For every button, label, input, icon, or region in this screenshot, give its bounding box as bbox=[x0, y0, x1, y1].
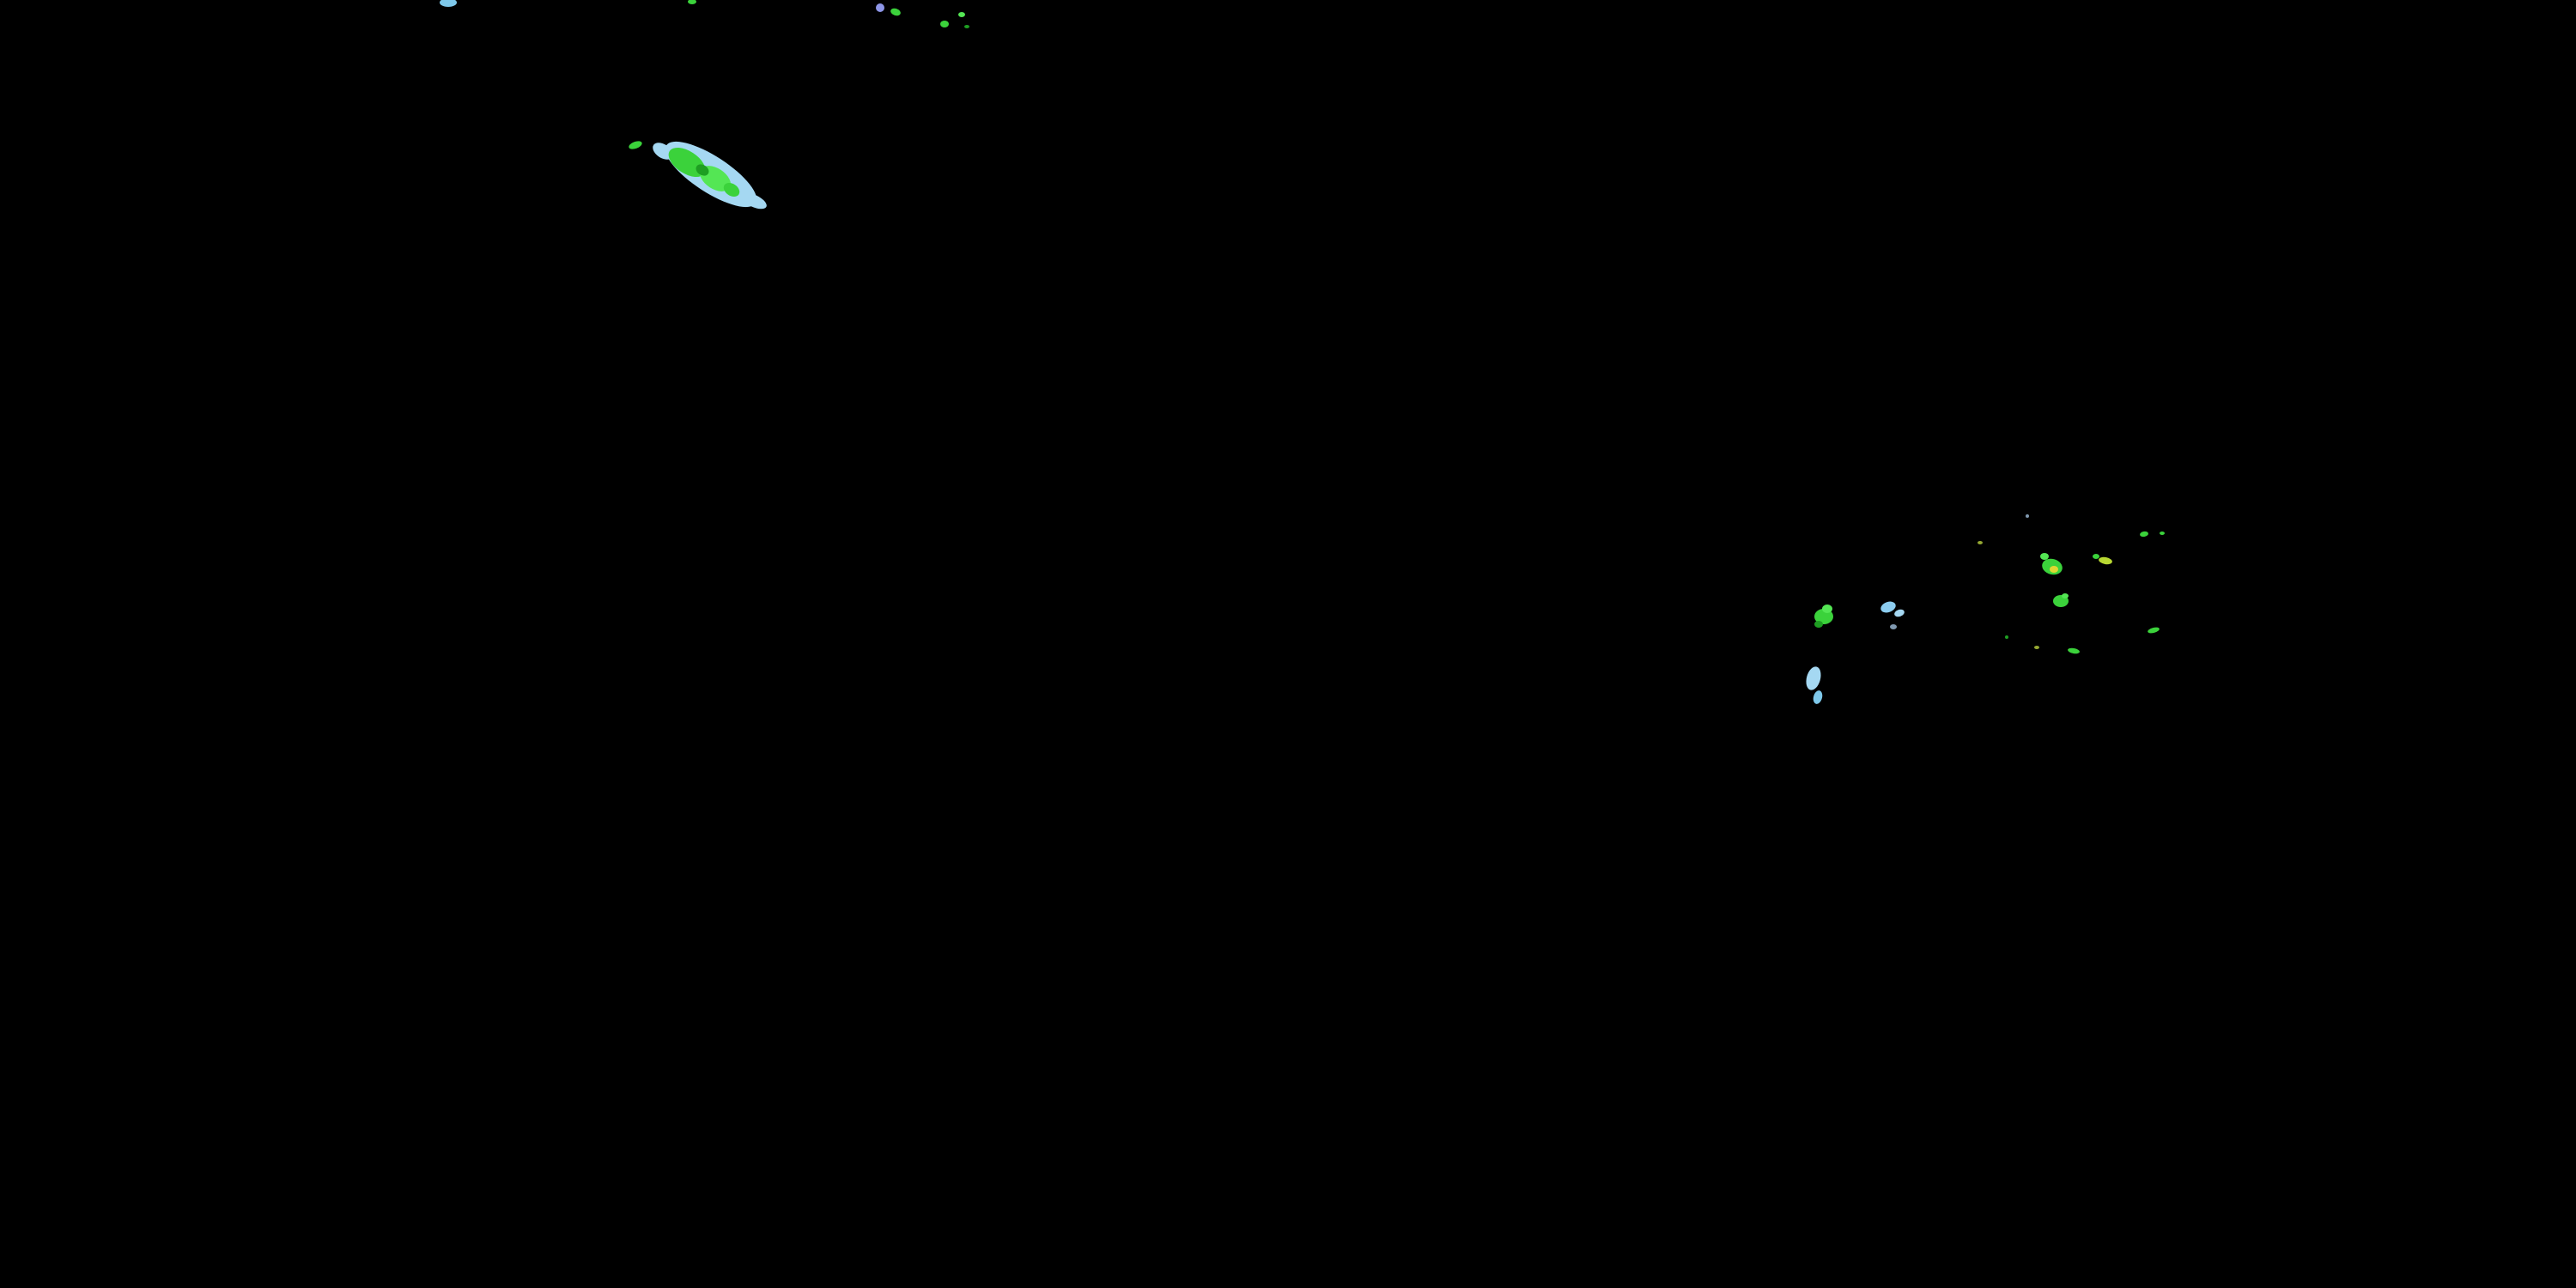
radar-echo-east bbox=[2148, 627, 2160, 634]
radar-echo-east bbox=[1822, 605, 1832, 613]
radar-echo-east bbox=[2160, 532, 2165, 535]
radar-echo-northwest bbox=[741, 192, 767, 210]
radar-echo-east bbox=[1978, 541, 1983, 544]
radar-echo-east bbox=[2068, 647, 2080, 654]
radar-echo-east bbox=[2099, 556, 2112, 565]
radar-echo-east bbox=[2062, 593, 2069, 598]
radar-echo-top-edge bbox=[440, 0, 457, 7]
radar-echo-northwest bbox=[696, 164, 709, 176]
radar-echo-east bbox=[2093, 554, 2099, 559]
radar-echo-east bbox=[1806, 666, 1821, 690]
radar-echo-east bbox=[1814, 621, 1823, 628]
radar-echo-top-edge bbox=[964, 25, 969, 28]
radar-echo-northwest bbox=[723, 182, 740, 197]
radar-echo-northwest bbox=[653, 143, 673, 160]
radar-echo-east bbox=[2026, 514, 2029, 518]
radar-echo-east bbox=[1813, 690, 1823, 704]
radar-echo-top-edge bbox=[940, 21, 949, 27]
radar-echo-east bbox=[2040, 553, 2049, 560]
radar-echo-east bbox=[2034, 646, 2039, 649]
radar-echo-top-edge bbox=[958, 12, 965, 17]
radar-echo-east bbox=[2005, 635, 2008, 639]
radar-echo-east bbox=[2050, 566, 2058, 573]
radar-echo-east bbox=[1880, 601, 1896, 613]
radar-echo-top-edge bbox=[876, 3, 884, 12]
radar-echo-top-edge bbox=[890, 8, 901, 16]
radar-echo-top-edge bbox=[688, 0, 696, 4]
radar-echo-northwest bbox=[629, 141, 642, 149]
radar-echo-east bbox=[1890, 624, 1897, 629]
radar-echo-east bbox=[2140, 531, 2148, 538]
radar-echo-east bbox=[1894, 609, 1905, 617]
